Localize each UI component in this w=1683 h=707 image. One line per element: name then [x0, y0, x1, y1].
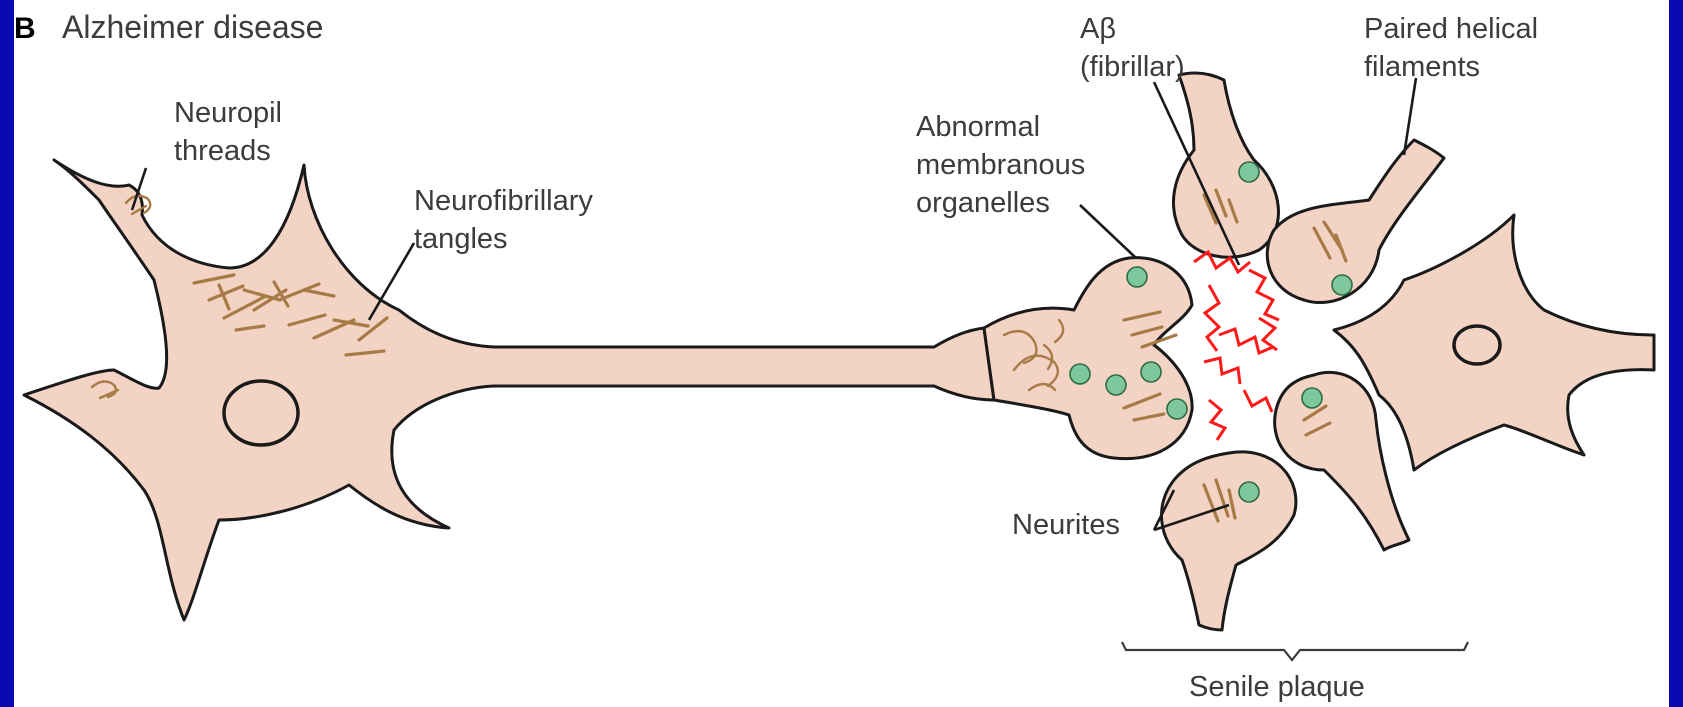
figure-panel: B Alzheimer disease: [14, 0, 1669, 707]
panel-title: Alzheimer disease: [62, 9, 323, 45]
nucleus-left: [224, 381, 298, 445]
label-neurites: Neurites: [1012, 509, 1120, 541]
label-abeta: Aβ (fibrillar): [1080, 13, 1185, 83]
nucleus-right: [1454, 326, 1500, 364]
label-neuropil-threads: Neuropil threads: [174, 97, 290, 167]
senile-plaque-bracket: [1122, 642, 1468, 660]
label-neurofibrillary-tangles: Neurofibrillary tangles: [414, 185, 601, 255]
label-paired-helical-filaments: Paired helical filaments: [1364, 13, 1546, 83]
label-abnormal-organelles: Abnormal membranous organelles: [916, 111, 1093, 219]
neurite-bottom: [1162, 452, 1296, 630]
alzheimer-diagram: B Alzheimer disease: [14, 0, 1669, 707]
dystrophic-neurite-bilobed: [984, 258, 1192, 459]
amyloid-fibrils: [1194, 252, 1279, 440]
label-senile-plaque: Senile plaque: [1189, 671, 1365, 703]
panel-letter: B: [14, 12, 36, 45]
neurite-top: [1173, 73, 1278, 257]
neuron-body-left: [24, 160, 994, 620]
